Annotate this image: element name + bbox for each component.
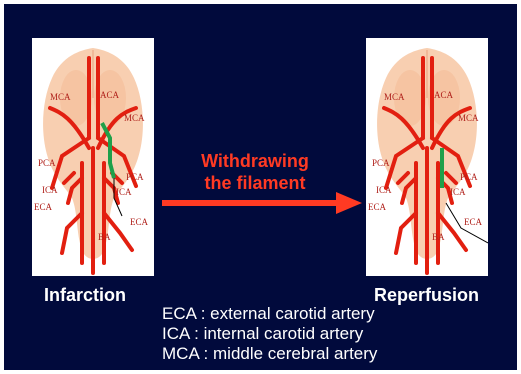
label-mca-left: MCA <box>384 92 405 102</box>
label-ica-left: ICA <box>376 185 392 195</box>
arrow-caption: Withdrawing the filament <box>180 150 330 194</box>
legend-mca: MCA : middle cerebral artery <box>162 344 377 364</box>
legend-ica: ICA : internal carotid artery <box>162 324 377 344</box>
abbreviation-legend: ECA : external carotid artery ICA : inte… <box>162 304 377 364</box>
label-eca-right: ECA <box>464 217 483 227</box>
caption-reperfusion: Reperfusion <box>374 285 479 306</box>
label-eca-right: ECA <box>130 217 149 227</box>
infarction-diagram: MCA ACA MCA PCA PCA ICA ICA ECA ECA BA <box>32 38 154 276</box>
label-mca-right: MCA <box>124 113 145 123</box>
infarction-vessel-drawing: MCA ACA MCA PCA PCA ICA ICA ECA ECA BA <box>32 38 154 276</box>
label-pca-right: PCA <box>126 172 144 182</box>
label-mca-left: MCA <box>50 92 71 102</box>
label-eca-left: ECA <box>368 202 387 212</box>
label-pca-left: PCA <box>38 158 56 168</box>
label-pca-right: PCA <box>460 172 478 182</box>
label-eca-left: ECA <box>34 202 53 212</box>
caption-infarction: Infarction <box>44 285 126 306</box>
arrow-caption-line2: the filament <box>180 172 330 194</box>
arrow-caption-line1: Withdrawing <box>180 150 330 172</box>
label-ica-right: ICA <box>450 187 466 197</box>
reperfusion-diagram: MCA ACA MCA PCA PCA ICA ICA ECA ECA BA <box>366 38 488 276</box>
label-aca: ACA <box>434 90 454 100</box>
label-pca-left: PCA <box>372 158 390 168</box>
label-ba: BA <box>432 232 445 242</box>
reperfusion-vessel-drawing: MCA ACA MCA PCA PCA ICA ICA ECA ECA BA <box>366 38 488 276</box>
label-ica-left: ICA <box>42 185 58 195</box>
slide-background: MCA ACA MCA PCA PCA ICA ICA ECA ECA BA W… <box>4 4 517 370</box>
label-ba: BA <box>98 232 111 242</box>
right-arrow-icon <box>162 192 362 214</box>
label-aca: ACA <box>100 90 120 100</box>
label-ica-right: ICA <box>116 187 132 197</box>
legend-eca: ECA : external carotid artery <box>162 304 377 324</box>
label-mca-right: MCA <box>458 113 479 123</box>
